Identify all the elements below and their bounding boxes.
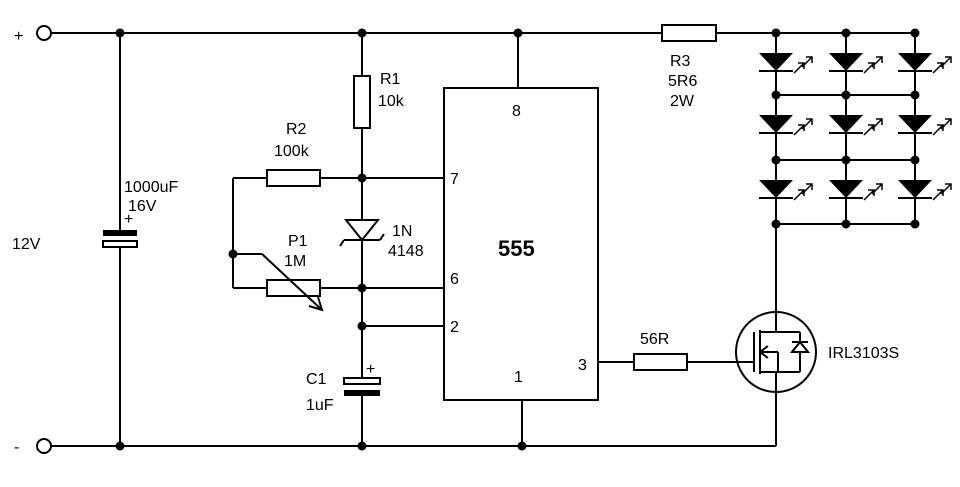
resistor-56r-value: 56R [640, 331, 669, 348]
led-7 [759, 180, 813, 201]
ic-555 [443, 33, 599, 446]
potentiometer-p1-value: 1M [284, 253, 306, 270]
led-9 [898, 180, 952, 201]
potentiometer-p1-name: P1 [288, 233, 308, 250]
pin2-link [361, 288, 444, 327]
resistor-r3-name: R3 [670, 53, 691, 70]
positive-terminal-label: + [14, 28, 23, 45]
resistor-r2 [232, 169, 444, 288]
positive-rail [36, 25, 915, 41]
potentiometer-p1 [233, 253, 444, 312]
led-3 [898, 53, 952, 74]
diode-label-line2: 4148 [388, 243, 424, 260]
resistor-r1-value: 10k [378, 93, 405, 110]
resistor-r1 [353, 33, 371, 178]
led-6 [898, 115, 952, 136]
capacitor-c1-value: 1uF [306, 397, 334, 414]
resistor-56r [598, 353, 740, 371]
capacitor-c1-polarity: + [366, 361, 375, 378]
led-1 [759, 53, 813, 74]
ic-pin6-label: 6 [450, 271, 459, 288]
led-5 [829, 115, 883, 136]
supply-voltage-label: 12V [12, 236, 41, 253]
resistor-r3-value: 5R6 [668, 73, 697, 90]
led-8 [829, 180, 883, 201]
negative-terminal [36, 438, 52, 454]
resistor-r2-value: 100k [274, 143, 310, 160]
led-matrix [759, 28, 952, 229]
positive-terminal [36, 25, 52, 41]
junction-dots [115, 28, 527, 451]
capacitor-main-value: 1000uF [124, 179, 178, 196]
resistor-r3 [661, 24, 717, 42]
ic-pin8-label: 8 [512, 103, 521, 120]
ic-555-name: 555 [498, 236, 535, 261]
mosfet-name: IRL3103S [828, 345, 899, 362]
led-2 [829, 53, 883, 74]
diode-1n4148 [339, 178, 385, 288]
diode-label-line1: 1N [392, 223, 412, 240]
mosfet-irl3103s [735, 224, 817, 446]
ic-pin1-label: 1 [514, 369, 523, 386]
capacitor-main [102, 33, 138, 446]
resistor-r3-power: 2W [670, 93, 695, 110]
capacitor-c1-name: C1 [306, 371, 327, 388]
led-4 [759, 115, 813, 136]
negative-terminal-label: - [14, 439, 19, 456]
resistor-r2-name: R2 [286, 121, 307, 138]
ic-pin7-label: 7 [450, 171, 459, 188]
ic-pin3-label: 3 [578, 357, 587, 374]
capacitor-c1 [343, 326, 381, 446]
resistor-r1-name: R1 [380, 71, 401, 88]
ic-pin2-label: 2 [450, 319, 459, 336]
negative-rail [36, 438, 776, 454]
capacitor-main-polarity: + [124, 211, 133, 228]
capacitor-main-rating: 16V [128, 198, 157, 215]
